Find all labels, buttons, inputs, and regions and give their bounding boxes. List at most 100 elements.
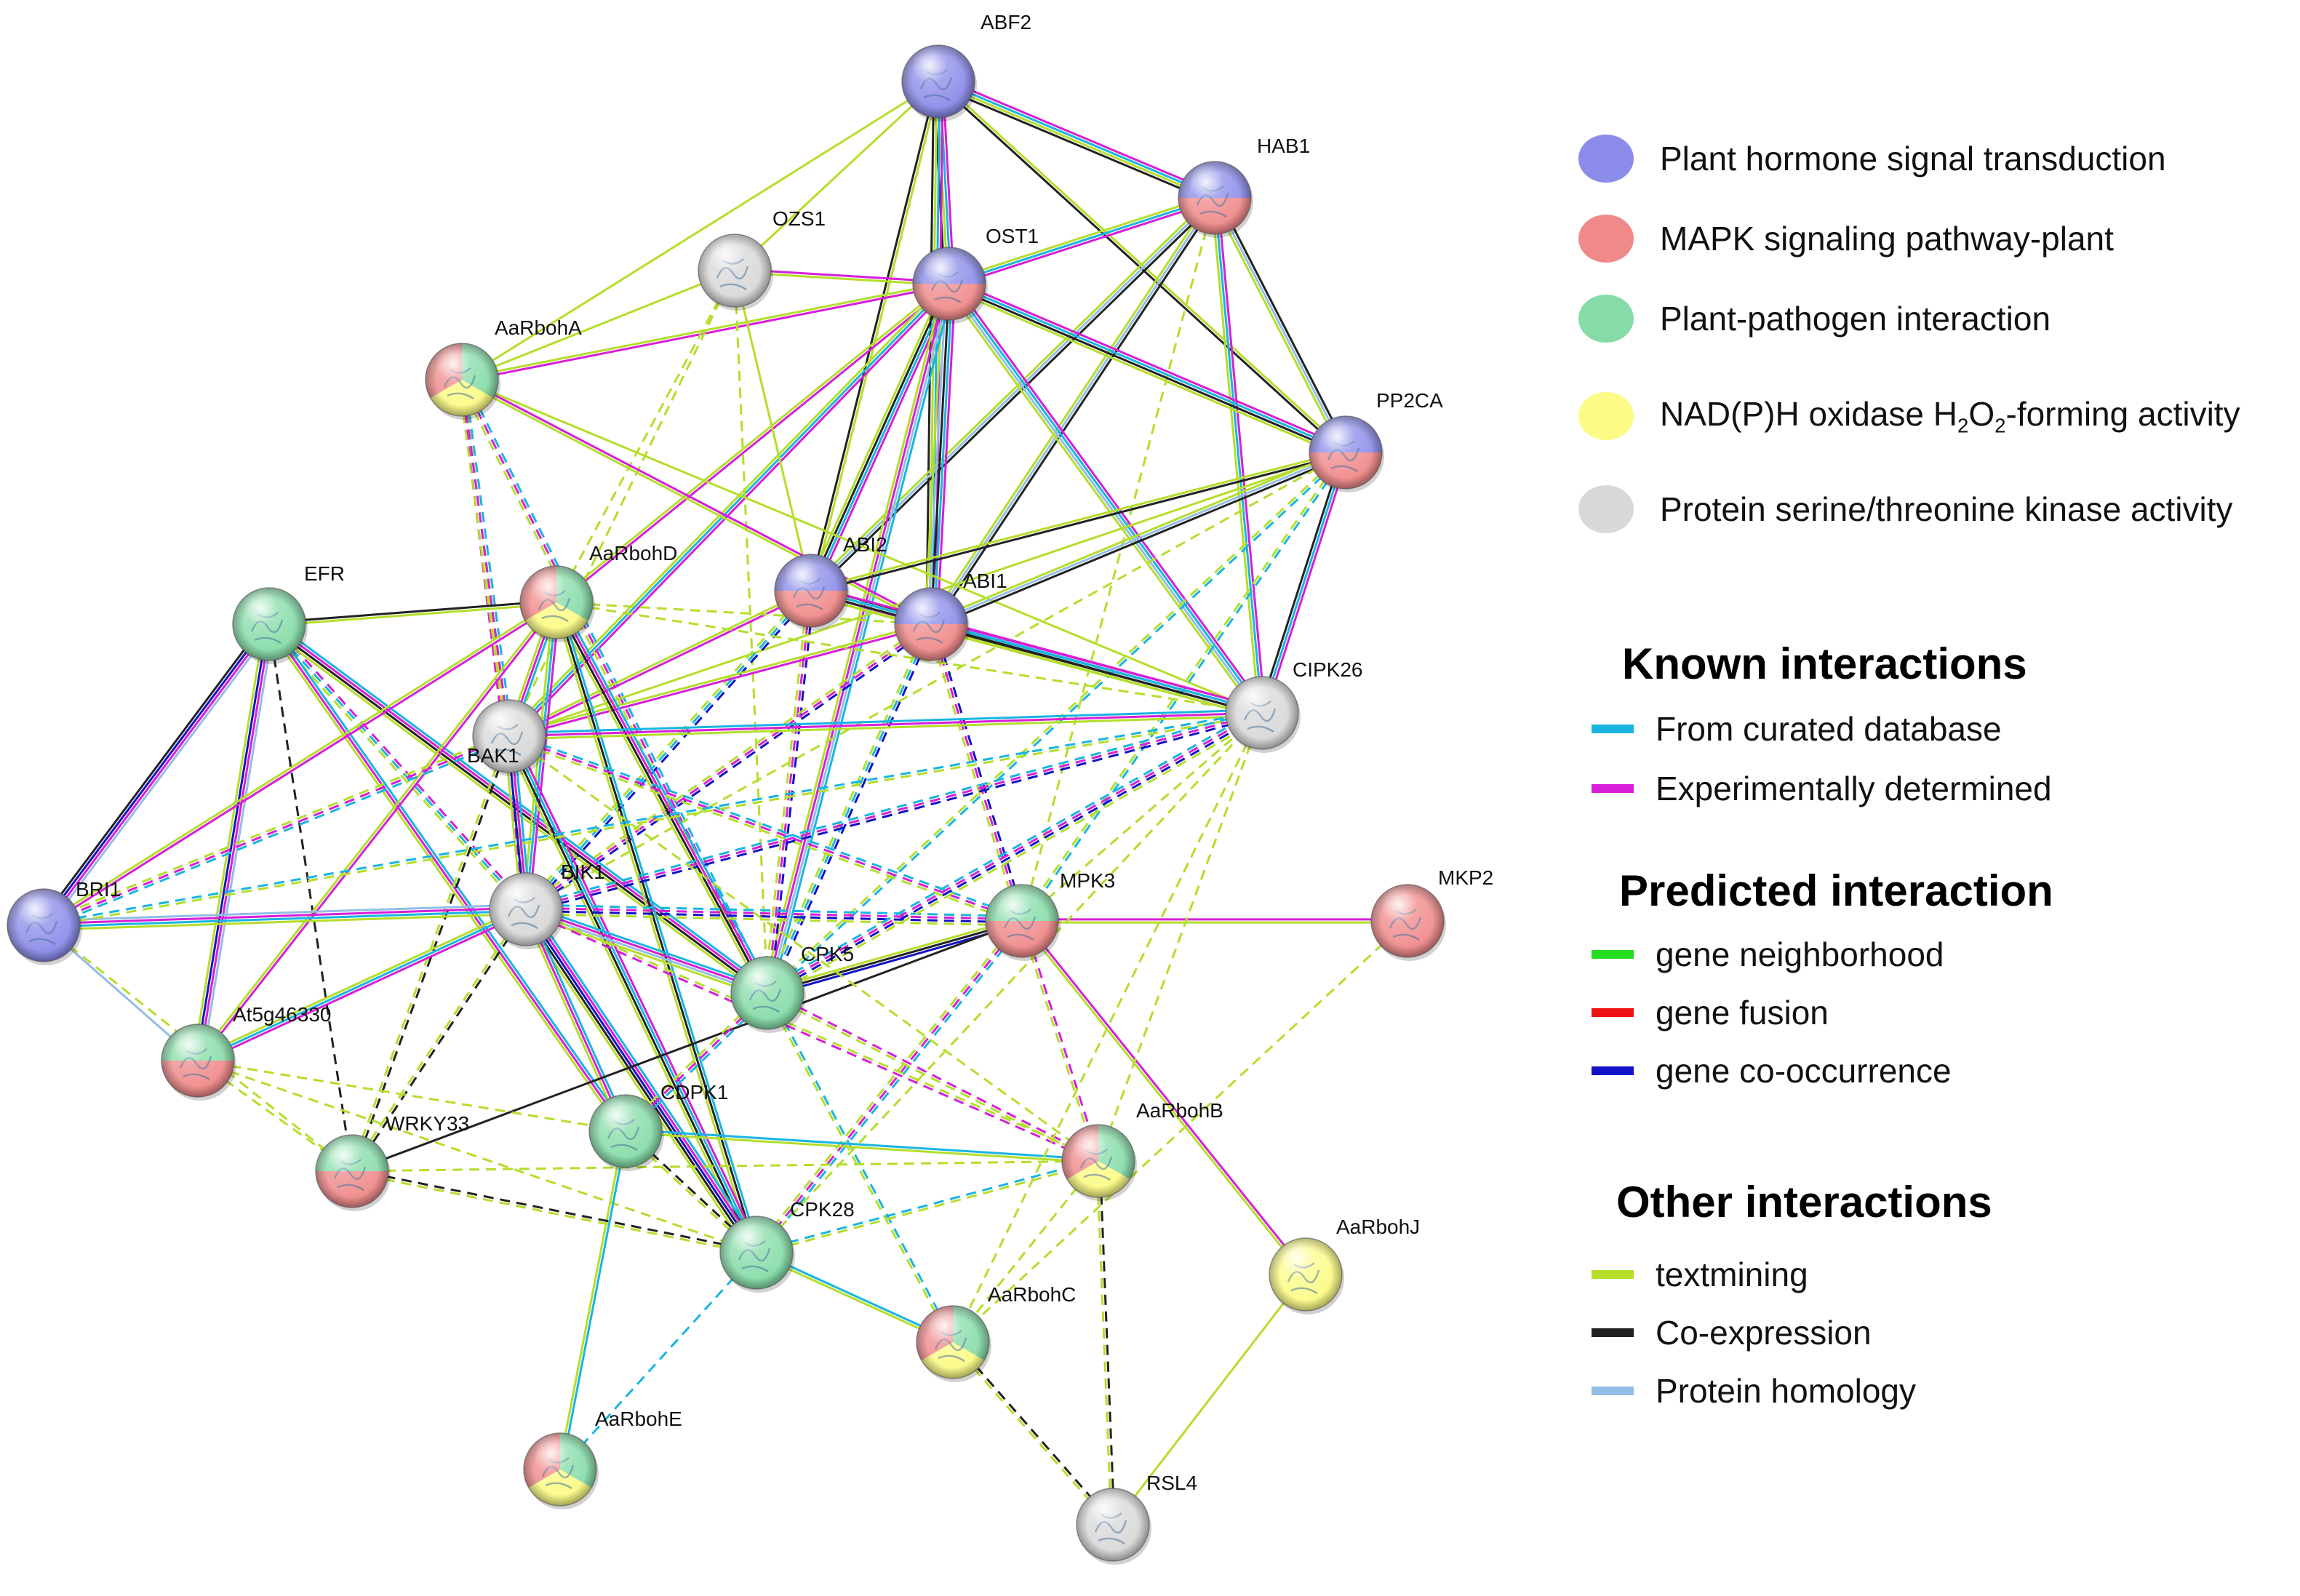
category-swatch-hormone bbox=[1578, 135, 1634, 183]
node-ABF2[interactable]: ABF2 bbox=[901, 11, 1031, 121]
edge-line-textmining bbox=[508, 738, 1022, 925]
edge-line-textmining bbox=[951, 1160, 1100, 1343]
node-CPK5[interactable]: CPK5 bbox=[730, 943, 854, 1033]
edge-line-textmining bbox=[265, 625, 624, 1134]
edge-line-textmining bbox=[192, 623, 266, 1061]
edge-line-textmining bbox=[756, 1161, 1099, 1256]
swatch-cooccurrence bbox=[1592, 1066, 1634, 1075]
node-CDPK1[interactable]: CDPK1 bbox=[588, 1081, 728, 1171]
edge-CPK28-CIPK26 bbox=[755, 711, 1263, 1254]
edge-line-curated bbox=[44, 909, 527, 928]
node-MPK3[interactable]: MPK3 bbox=[985, 869, 1115, 961]
node-OST1[interactable]: OST1 bbox=[912, 225, 1039, 324]
key-label-textmining: textmining bbox=[1656, 1256, 1808, 1293]
edge-line-curated bbox=[764, 708, 1261, 990]
edge-line-curated bbox=[508, 709, 1262, 735]
node-label-ABF2: ABF2 bbox=[981, 11, 1031, 33]
node-RSL4[interactable]: RSL4 bbox=[1076, 1472, 1197, 1565]
node-ABI2[interactable]: ABI2 bbox=[774, 533, 887, 631]
node-AaRbohA[interactable]: AaRbohA bbox=[425, 316, 582, 420]
node-AaRbohC[interactable]: AaRbohC bbox=[916, 1283, 1076, 1382]
edge-line-curated bbox=[626, 1128, 1099, 1161]
edge-line-textmining bbox=[765, 450, 1346, 993]
node-AaRbohJ[interactable]: AaRbohJ bbox=[1269, 1216, 1420, 1314]
edge-ABF2-HAB1 bbox=[935, 76, 1218, 204]
edge-HAB1-ABI2 bbox=[808, 194, 1218, 594]
node-BAK1[interactable]: BAK1 bbox=[467, 699, 548, 776]
edge-line-experimental bbox=[526, 906, 769, 993]
node-CIPK26[interactable]: CIPK26 bbox=[1225, 658, 1363, 753]
node-ABI1[interactable]: ABI1 bbox=[894, 570, 1007, 664]
edge-line-coexpression bbox=[930, 283, 951, 625]
node-gloss bbox=[520, 566, 593, 639]
node-outline bbox=[519, 565, 594, 639]
edge-line-textmining bbox=[808, 194, 1214, 590]
edge-line-experimental bbox=[198, 624, 272, 1061]
node-AaRbohD[interactable]: AaRbohD bbox=[519, 542, 677, 642]
node-PP2CA[interactable]: PP2CA bbox=[1309, 389, 1443, 492]
edge-CDPK1-CPK28 bbox=[623, 1129, 759, 1255]
node-AaRbohB[interactable]: AaRbohB bbox=[1061, 1099, 1223, 1201]
edge-line-textmining bbox=[1210, 198, 1261, 714]
node-MKP2[interactable]: MKP2 bbox=[1370, 866, 1493, 961]
edge-line-experimental bbox=[1216, 197, 1266, 713]
edge-line-curated bbox=[1213, 197, 1263, 714]
edge-line-textmining bbox=[197, 1059, 626, 1133]
edge-EFR-CDPK1 bbox=[265, 621, 629, 1134]
swatch-coexpression bbox=[1592, 1328, 1634, 1337]
edge-line-experimental bbox=[932, 618, 1264, 710]
node-AaRbohE[interactable]: AaRbohE bbox=[523, 1408, 682, 1509]
edge-line-textmining bbox=[753, 918, 1021, 1252]
edge-line-textmining bbox=[42, 599, 556, 925]
category-label-kinase: Protein serine/threonine kinase activity bbox=[1660, 490, 2233, 528]
node-outline bbox=[1309, 415, 1383, 490]
edge-line-textmining bbox=[554, 282, 949, 602]
nadph-label-part-3: -forming activity bbox=[2005, 395, 2240, 434]
edge-line-cooccurrence bbox=[527, 591, 815, 912]
edge-line-curated bbox=[508, 282, 951, 738]
edge-layer bbox=[39, 76, 1409, 1527]
node-BRI1[interactable]: BRI1 bbox=[7, 878, 121, 965]
node-BIK1[interactable]: BIK1 bbox=[489, 861, 605, 949]
node-WRKY33[interactable]: WRKY33 bbox=[315, 1112, 469, 1211]
node-label-CIPK26: CIPK26 bbox=[1293, 658, 1363, 681]
edge-line-curated bbox=[931, 621, 1263, 713]
edge-line-experimental bbox=[1022, 919, 1101, 1161]
edge-line-experimental bbox=[767, 990, 1100, 1161]
edge-line-textmining bbox=[733, 80, 940, 272]
node-outline bbox=[232, 587, 306, 661]
node-gloss bbox=[490, 873, 562, 946]
node-outline bbox=[901, 44, 975, 119]
edge-CPK28-AaRbohB bbox=[756, 1158, 1099, 1256]
edge-line-coexpression bbox=[39, 621, 267, 924]
node-gloss bbox=[1062, 1125, 1135, 1197]
swatch-homology bbox=[1592, 1386, 1634, 1395]
category-label-mapk: MAPK signaling pathway-plant bbox=[1660, 220, 2114, 258]
legend-category-kinase: Protein serine/threonine kinase activity bbox=[1578, 480, 2233, 538]
edge-line-curated bbox=[560, 1131, 628, 1470]
edge-line-coexpression bbox=[268, 623, 354, 1172]
edge-line-homology bbox=[927, 283, 948, 624]
edge-AaRbohJ-RSL4 bbox=[1111, 1274, 1307, 1525]
node-label-PP2CA: PP2CA bbox=[1376, 389, 1443, 412]
node-OZS1[interactable]: OZS1 bbox=[698, 207, 826, 311]
edge-line-textmining bbox=[461, 378, 1263, 714]
node-At5g46330[interactable]: At5g46330 bbox=[161, 1003, 331, 1101]
node-HAB1[interactable]: HAB1 bbox=[1178, 135, 1310, 238]
node-EFR[interactable]: EFR bbox=[232, 562, 345, 664]
edge-CDPK1-AaRbohB bbox=[625, 1128, 1099, 1164]
key-label-coexpression: Co-expression bbox=[1656, 1314, 1872, 1352]
edge-line-textmining bbox=[733, 270, 769, 994]
edge-line-curated bbox=[509, 732, 1023, 919]
edge-line-textmining bbox=[556, 601, 1263, 714]
edge-line-coexpression bbox=[930, 624, 1262, 716]
edge-line-textmining bbox=[733, 270, 812, 591]
node-label-AaRbohD: AaRbohD bbox=[589, 542, 677, 564]
edge-BIK1-AaRbohB bbox=[524, 906, 1100, 1164]
edge-line-textmining bbox=[265, 625, 524, 912]
edge-BAK1-AaRbohB bbox=[508, 735, 1099, 1162]
nadph-label-part-2: O bbox=[1968, 395, 1995, 434]
node-CPK28[interactable]: CPK28 bbox=[719, 1198, 855, 1293]
edge-line-experimental bbox=[930, 623, 1023, 922]
edge-line-curated bbox=[767, 452, 1348, 995]
